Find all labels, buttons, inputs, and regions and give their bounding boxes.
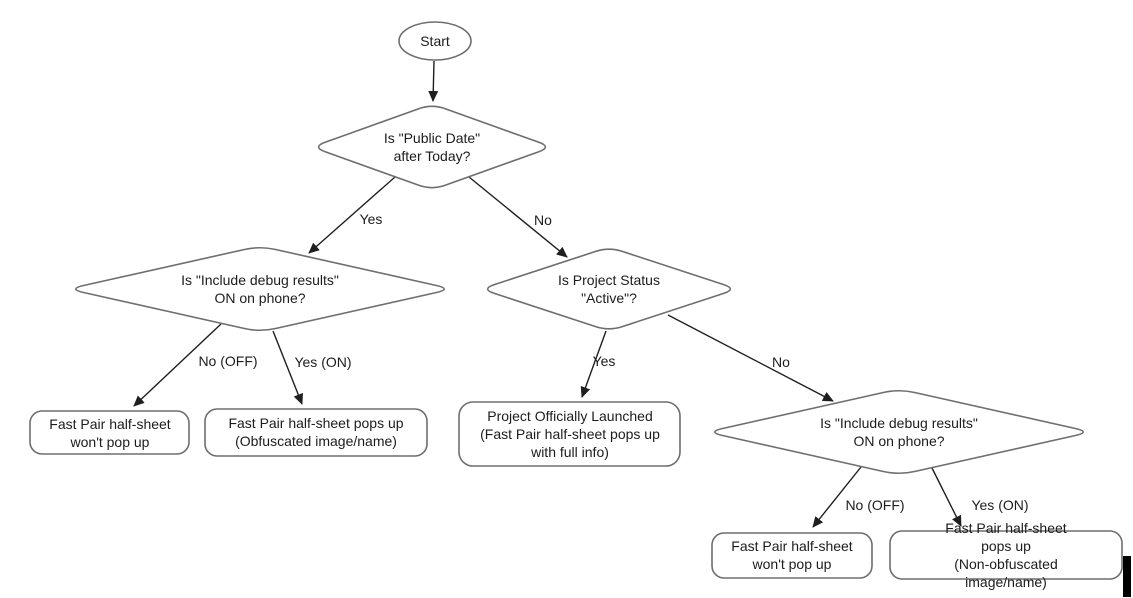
terminal-no-popup-left-shape xyxy=(29,410,190,455)
terminal-launched-shape xyxy=(458,401,681,467)
decision-public-date-shape xyxy=(317,105,547,189)
edge-debug-left-yes xyxy=(272,330,303,405)
edge-debug-left-no xyxy=(133,323,222,407)
start-node-shape xyxy=(398,21,472,61)
edge-public-date-yes xyxy=(308,176,396,254)
decision-debug-left-shape xyxy=(75,246,446,332)
edge-project-status-no xyxy=(667,314,834,402)
decision-project-status-shape xyxy=(486,248,732,330)
edge-debug-right-yes xyxy=(931,467,962,527)
edge-debug-right-no xyxy=(812,466,862,528)
terminal-no-popup-right-shape xyxy=(711,532,873,579)
terminal-popup-non-obfuscated-shape xyxy=(889,530,1123,580)
text-cursor xyxy=(1123,556,1131,597)
terminal-popup-obfuscated-shape xyxy=(204,408,428,457)
edge-public-date-no xyxy=(468,176,568,258)
edge-start-to-public-date xyxy=(428,60,439,102)
edge-project-status-yes xyxy=(580,330,607,398)
flowchart-edges xyxy=(133,60,962,528)
decision-debug-right-shape xyxy=(714,389,1084,475)
